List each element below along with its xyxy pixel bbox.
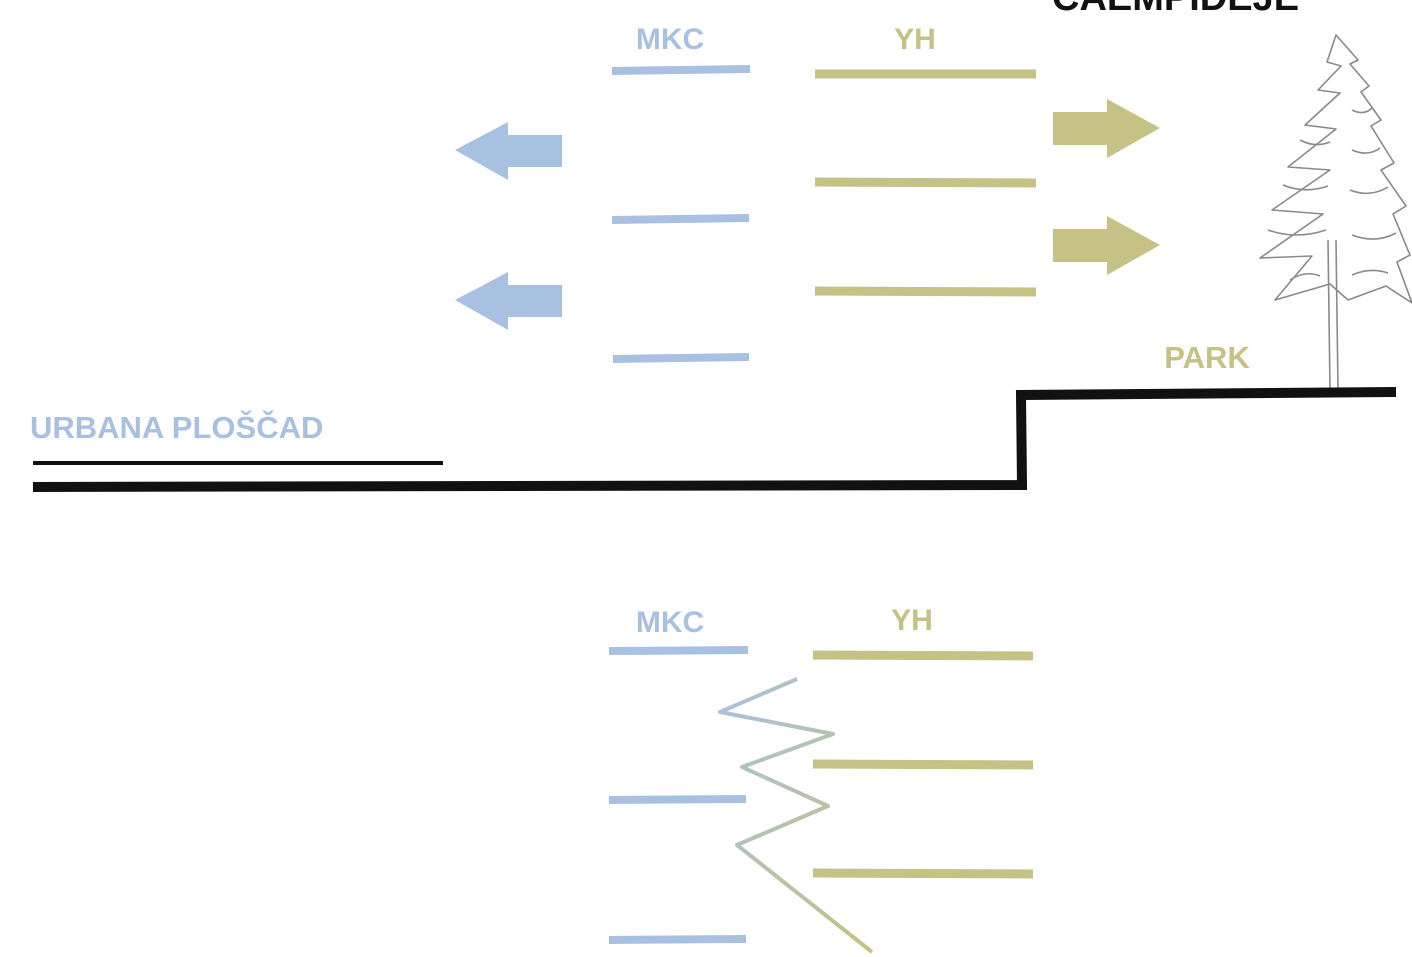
yh-floor-line [814,177,1037,188]
tree-icon [1259,34,1412,391]
ground-profile [32,387,1397,492]
mkc-floor-line [611,65,751,75]
plaza-label: URBANA PLOŠČAD [30,409,323,445]
arrow-left-icon [455,272,562,330]
mkc-label-top: MKC [636,23,704,56]
yh-floors-bottom [812,650,1034,879]
yh-floors-top [814,69,1037,297]
mkc-floors-top [611,65,751,363]
yh-floor-line [812,759,1034,770]
arrow-left-icon [455,122,562,180]
yh-label-top: YH [894,23,936,56]
ramp-connection [718,677,874,954]
yh-floor-line [812,650,1034,661]
cut-heading: ČAEMPIDEJE [1052,0,1299,19]
mkc-label-bottom: MKC [636,606,704,639]
mkc-floor-line [608,935,747,944]
park-label: PARK [1164,340,1250,375]
yh-label-bottom: YH [891,604,933,637]
mkc-floor-line [608,795,747,804]
mkc-floor-line [612,353,750,363]
arrow-right-icon [1053,99,1160,158]
arrow-right-icon [1053,216,1160,275]
yh-floor-line [812,868,1034,879]
yh-floor-line [814,286,1037,297]
mkc-floor-line [608,646,749,655]
mkc-floors-bottom [608,646,749,944]
mkc-floor-line [611,214,750,224]
